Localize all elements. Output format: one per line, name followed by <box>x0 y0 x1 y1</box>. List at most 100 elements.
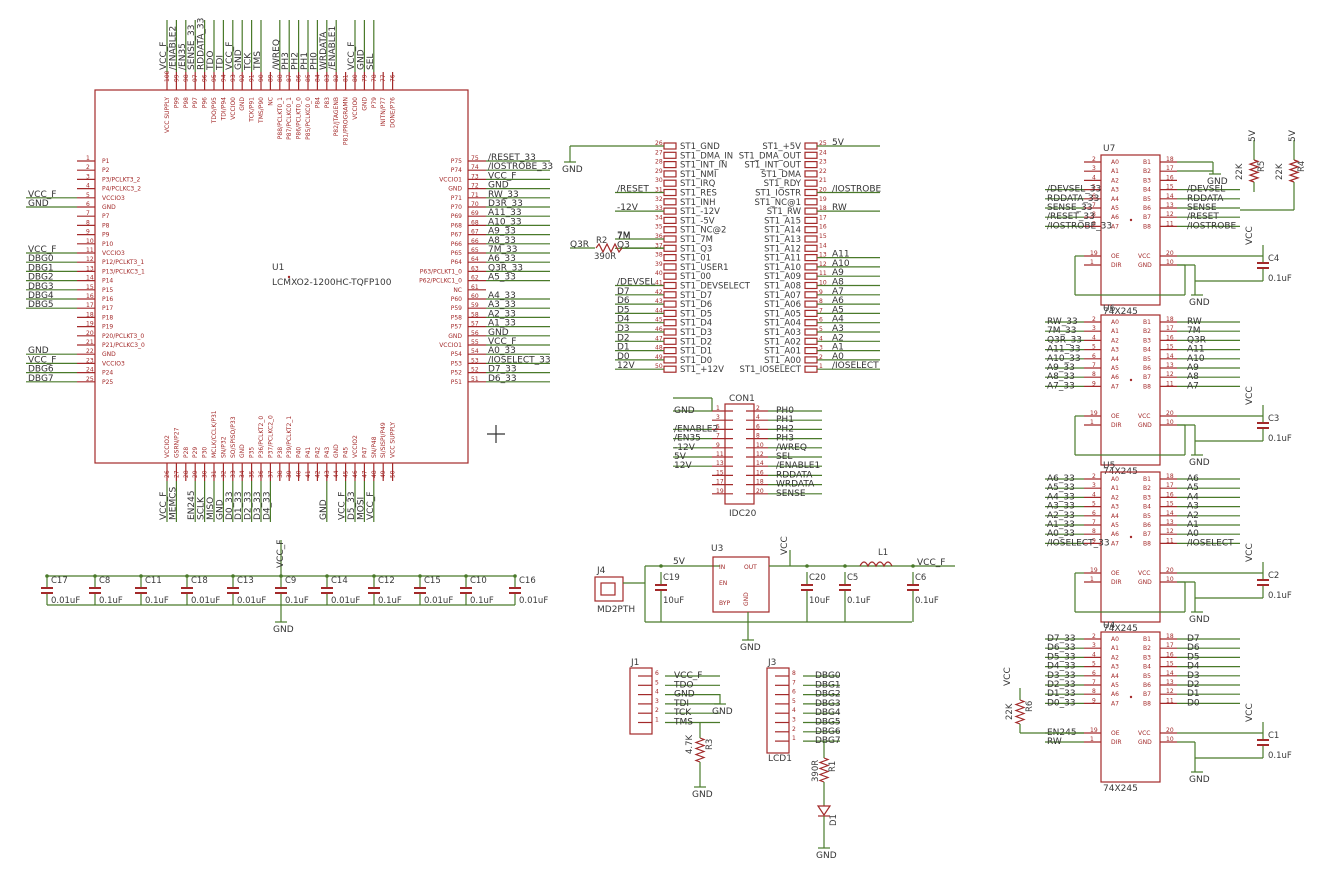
u1-right-pin-num: 71 <box>471 192 479 199</box>
slot-left-pin-num: 46 <box>655 326 663 333</box>
buffer-dir-num: 1 <box>1090 576 1094 583</box>
cap-plate <box>181 592 193 594</box>
u1-right-pin-name: NC <box>453 287 462 294</box>
buffer-a-label: A1 <box>1111 485 1119 492</box>
slot-right-pin <box>804 216 818 224</box>
buffer-a-num: 8 <box>1092 688 1096 695</box>
u1-top-pin-num: 79 <box>361 74 368 82</box>
power-cap-ref: C5 <box>847 573 858 583</box>
u1-right-net-label: A4_33 <box>488 291 516 301</box>
u1-top-net-label: TDI <box>215 55 225 71</box>
con1-right-net: /WREQ <box>776 443 807 453</box>
buffer-b-label: B1 <box>1143 159 1151 166</box>
u1-right-pin-num: 55 <box>471 339 479 346</box>
r1-resistor <box>818 757 830 783</box>
u1-top-net-label: PH0 <box>309 52 319 70</box>
cap-plate <box>414 587 426 589</box>
u1-top-pin-num: 93 <box>230 74 237 82</box>
buffer-in-net: A6_33 <box>1047 474 1075 484</box>
u1-left-pin-num: 19 <box>86 321 94 328</box>
u1-top-net-label: GND <box>356 49 366 70</box>
u1-left-pin-name: P14 <box>102 278 113 285</box>
buffer-in-net: D2_33 <box>1047 680 1076 690</box>
buffer-cap-ref: C3 <box>1268 414 1279 424</box>
u1-top-pin-name: P84 <box>314 97 321 108</box>
buffer-cap-plate <box>1257 744 1269 746</box>
u3-pin-out: OUT <box>744 564 757 571</box>
buffer-a-label: A7 <box>1111 540 1119 547</box>
slot-right-pin-num: 20 <box>819 187 827 194</box>
u1-top-pin-num: 87 <box>286 74 293 82</box>
cap-plate <box>460 592 472 594</box>
buffer-gnd-num: 10 <box>1166 419 1174 426</box>
buffer-a-num: 7 <box>1092 519 1096 526</box>
slot-left-pin <box>663 281 677 290</box>
slot-left-pin <box>663 226 677 234</box>
buffer-a-num: 3 <box>1092 482 1096 489</box>
buffer-a-label: A1 <box>1111 328 1119 335</box>
u1-right-pin-name: P64 <box>451 259 462 266</box>
power-cap-plate-top <box>907 584 919 586</box>
buffer-in-net: A10_33 <box>1047 354 1081 364</box>
u1-left-pin-num: 25 <box>86 376 94 383</box>
buffer-in-net: SENSE_33 <box>1047 203 1092 213</box>
buffer-in-net: A8_33 <box>1047 372 1075 382</box>
buffer-a-num: 3 <box>1092 165 1096 172</box>
u1-top-net-label: PH3 <box>281 52 291 70</box>
u1-bottom-pin-num: 30 <box>202 470 209 478</box>
slot-left-pin-num: 26 <box>655 140 663 147</box>
u1-right-pin-name: P65 <box>451 250 462 257</box>
u1-top-net-label: VCC_F <box>225 42 235 70</box>
buffer-vcc-num: 20 <box>1166 410 1174 417</box>
buffer-b-num: 15 <box>1166 344 1174 351</box>
slot-right-pin <box>804 142 818 150</box>
buffer-b-num: 14 <box>1166 670 1174 677</box>
con1-right-net: SENSE <box>776 489 806 499</box>
slot-right-pin <box>804 319 818 327</box>
slot-left-pin-num: 40 <box>655 270 663 277</box>
u1-right-pin-num: 61 <box>471 284 479 291</box>
buffer-b-num: 16 <box>1166 334 1174 341</box>
u1-left-pin-num: 15 <box>86 284 94 291</box>
power-cap-value: 0.1uF <box>847 596 871 606</box>
u1-right-net-label: 7M_33 <box>488 245 517 255</box>
u1-left-pin-name: GND <box>102 204 116 211</box>
u1-bottom-pin-num: 42 <box>314 470 321 478</box>
slot-right-signal: ST1_A07 <box>764 291 801 301</box>
gnd-label: GND <box>1189 298 1210 308</box>
cap-plate <box>509 592 521 594</box>
buffer-out-net: D1 <box>1187 689 1200 699</box>
u1-left-pin-name: P3/PCLKT3_2 <box>102 176 141 183</box>
r3-resistor <box>694 737 706 763</box>
u1-right-net-label: /IOSTROBE_33 <box>488 162 553 172</box>
buffer-a-label: A4 <box>1111 356 1119 363</box>
slot-right-pin <box>804 300 818 308</box>
slot-left-signal: ST1_D5 <box>680 309 712 319</box>
buffer-a-label: A4 <box>1111 673 1119 680</box>
slot-left-signal: ST1_D0 <box>680 356 712 366</box>
slot-right-net: A5 <box>832 305 844 315</box>
buffer-vcc-num: 20 <box>1166 567 1174 574</box>
power-cap-value: 10uF <box>663 596 684 606</box>
u1-right-net-label: A11_33 <box>488 208 522 218</box>
slot-right-pin <box>804 291 818 299</box>
buffer-vcc-label: VCC <box>1245 543 1255 562</box>
buffer-ref: U5 <box>1103 461 1115 471</box>
buffer-in-net: D0_33 <box>1047 698 1076 708</box>
slot-left-pin <box>663 235 677 243</box>
u1-left-pin-name: P4/PCLKC3_2 <box>102 186 141 193</box>
u1-right-pin-num: 68 <box>471 219 479 226</box>
u1-top-pin-num: 99 <box>173 74 180 82</box>
u1-bottom-pin-num: 40 <box>296 470 303 478</box>
u1-bottom-pin-name: P43 <box>324 447 331 458</box>
buffer-out-net: A9 <box>1187 363 1199 373</box>
buffer-in-net: D3_33 <box>1047 671 1076 681</box>
u1-right-pin-name: P75 <box>451 158 462 165</box>
cap-plate <box>135 587 147 589</box>
buffer-body <box>1100 314 1161 466</box>
j3-body <box>766 667 790 754</box>
u1-bottom-pin-name: P37/PCLKC2_0 <box>267 415 274 458</box>
buffer-a-num: 9 <box>1092 220 1096 227</box>
slot-left-pin-num: 44 <box>655 307 663 314</box>
